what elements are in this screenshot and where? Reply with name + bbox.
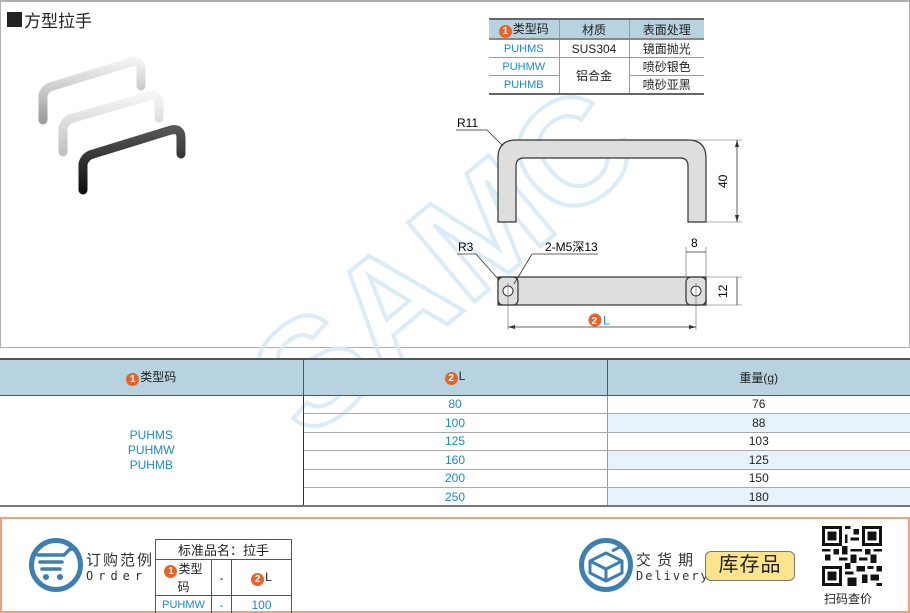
- weight-cell: 88: [607, 413, 910, 433]
- front-view: R11 40: [456, 116, 742, 223]
- delivery-label-en: Delivery: [636, 569, 710, 583]
- spec-header-material: 材质: [559, 18, 630, 40]
- order-separator: -: [211, 595, 232, 613]
- badge-1-icon: 1: [164, 565, 178, 578]
- qr-code-icon[interactable]: [822, 526, 882, 586]
- length-cell: 125: [303, 432, 608, 451]
- type-code-cell: PUHMS PUHMW PUHMB: [0, 395, 304, 507]
- badge-2-icon: 2: [592, 316, 598, 327]
- product-photo: [38, 57, 186, 195]
- r3-label: R3: [458, 240, 474, 254]
- delivery-label-cn: 交货期: [636, 552, 700, 569]
- length-cell: 100: [303, 413, 608, 433]
- order-col-text: L: [265, 569, 272, 584]
- order-table-title: 标准品名：拉手: [155, 539, 292, 560]
- table-row: 160 125: [0, 450, 910, 470]
- table-row: 100 88: [0, 413, 910, 433]
- height-40-label: 40: [716, 174, 730, 188]
- spec-row: PUHMB 喷砂亚黑: [489, 75, 704, 95]
- technical-drawing: R11 40 R3 2-M5深13 8 12 2 L: [456, 116, 742, 330]
- spec-row: PUHMS SUS304 镜面抛光: [489, 39, 704, 58]
- spec-material: SUS304: [559, 39, 630, 58]
- thickness-12-label: 12: [716, 284, 730, 298]
- weight-cell: 125: [607, 450, 910, 470]
- table-row: PUHMS PUHMW PUHMB 80 76: [0, 395, 910, 507]
- length-cell: 160: [303, 450, 608, 470]
- weight-cell: 180: [607, 487, 910, 507]
- page-title: 方型拉手: [7, 7, 92, 32]
- type-code: PUHMS: [129, 427, 173, 442]
- header-weight: 重量(g): [606, 358, 910, 396]
- title-square-icon: [7, 12, 22, 27]
- qr-label: 扫码查价: [824, 592, 873, 606]
- spec-surface: 喷砂亚黑: [629, 75, 704, 95]
- length-cell: 250: [303, 487, 608, 507]
- spec-header-surface: 表面处理: [629, 18, 704, 40]
- header-text: L: [458, 369, 466, 384]
- hole-spec-label: 2-M5深13: [545, 240, 598, 254]
- type-code: PUHMB: [129, 457, 173, 472]
- badge-1-icon: 1: [498, 25, 512, 38]
- table-row: 125 103: [0, 432, 910, 451]
- order-label-cn: 订购范例: [86, 552, 155, 569]
- badge-2-icon: 2: [444, 372, 458, 386]
- width-8-label: 8: [691, 236, 698, 250]
- weight-cell: 103: [607, 432, 910, 451]
- order-example-length: 100: [231, 595, 292, 613]
- spec-material: 铝合金: [559, 57, 630, 95]
- page-title-text: 方型拉手: [24, 12, 92, 31]
- length-cell: 200: [303, 469, 608, 488]
- spec-code: PUHMB: [489, 75, 560, 95]
- weight-cell: 150: [607, 469, 910, 488]
- stock-status-badge: 库存品: [705, 551, 795, 581]
- top-view: R3 2-M5深13 8 12 2 L: [457, 236, 742, 330]
- badge-2-icon: 2: [251, 572, 265, 586]
- box-icon: [579, 538, 633, 592]
- order-label-en: Order: [86, 569, 148, 583]
- spec-surface: 喷砂银色: [629, 57, 704, 76]
- badge-1-icon: 1: [126, 373, 140, 387]
- order-example-code: PUHMW: [155, 595, 212, 613]
- weight-cell: 76: [607, 395, 910, 414]
- spec-code: PUHMW: [489, 57, 560, 76]
- type-code: PUHMW: [127, 442, 175, 457]
- order-separator: -: [211, 559, 232, 596]
- length-L-label: L: [603, 314, 610, 328]
- spec-row: PUHMW 铝合金 喷砂银色: [489, 57, 704, 95]
- length-cell: 80: [303, 395, 608, 414]
- table-row: 250 180: [0, 487, 910, 507]
- spec-code: PUHMS: [489, 39, 560, 58]
- spec-header-text: 类型码: [512, 22, 549, 36]
- spec-surface: 镜面抛光: [629, 39, 704, 58]
- r11-label: R11: [457, 116, 478, 130]
- table-row: 200 150: [0, 469, 910, 488]
- header-text: 类型码: [140, 370, 177, 385]
- order-col-text: 类型码: [177, 562, 203, 594]
- shopping-cart-icon: [29, 538, 83, 592]
